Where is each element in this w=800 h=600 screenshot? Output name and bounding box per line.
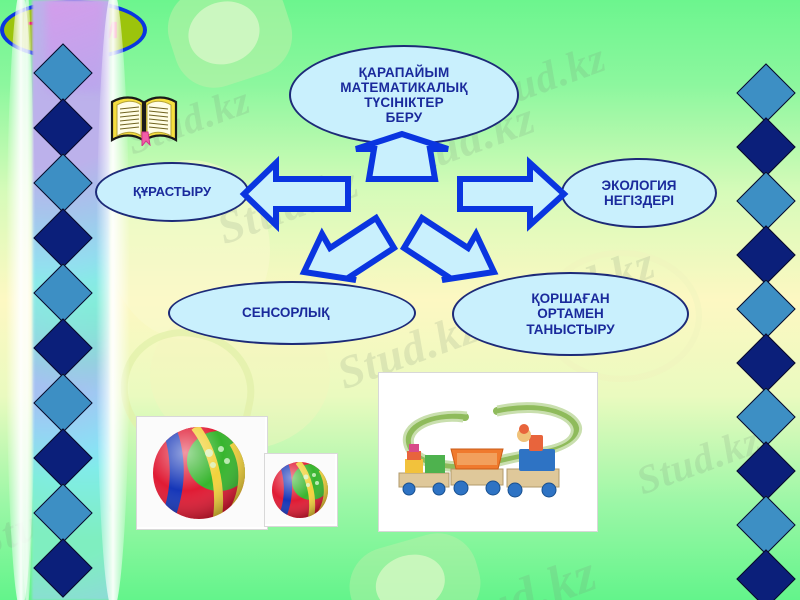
background-blob: [340, 523, 490, 600]
decorative-diamond: [736, 333, 796, 393]
photo-toy-train: [378, 372, 598, 532]
decorative-diamond: [33, 373, 93, 433]
decorative-diamond: [33, 483, 93, 543]
arrow-down-right: [398, 212, 502, 284]
open-book-icon: [108, 92, 180, 148]
decorative-diamond: [736, 387, 796, 447]
arrow-down-left: [296, 212, 400, 284]
decorative-diamond: [33, 428, 93, 488]
node-construct[interactable]: ҚҰРАСТЫРУ: [95, 162, 249, 222]
decorative-diamond: [33, 318, 93, 378]
photo-ball-large: [136, 416, 268, 530]
decorative-diamond: [33, 153, 93, 213]
decorative-diamond: [736, 63, 796, 123]
node-sensory[interactable]: СЕНСОРЛЫҚ: [168, 281, 416, 345]
decorative-diamond: [33, 263, 93, 323]
decorative-diamond: [736, 117, 796, 177]
photo-ball-small: [264, 453, 338, 527]
background-blob: [157, 0, 303, 99]
arrow-up: [343, 130, 461, 183]
node-sensory-label: СЕНСОРЛЫҚ: [242, 305, 330, 321]
decorative-diamond: [736, 171, 796, 231]
node-construct-label: ҚҰРАСТЫРУ: [132, 183, 212, 199]
decorative-diamond: [736, 441, 796, 501]
decorative-diamond: [736, 225, 796, 285]
decorative-diamond: [33, 43, 93, 103]
right-diamond-chain: [733, 0, 797, 600]
left-diamond-chain: [30, 0, 94, 600]
decorative-diamond: [33, 98, 93, 158]
watermark-text: Stud.kz: [430, 544, 605, 600]
decorative-diamond: [33, 208, 93, 268]
arrow-right: [456, 155, 569, 233]
arrow-left: [239, 155, 351, 233]
decorative-diamond: [736, 495, 796, 555]
decorative-diamond: [736, 549, 796, 600]
decorative-diamond: [736, 279, 796, 339]
decorative-diamond: [33, 538, 93, 598]
